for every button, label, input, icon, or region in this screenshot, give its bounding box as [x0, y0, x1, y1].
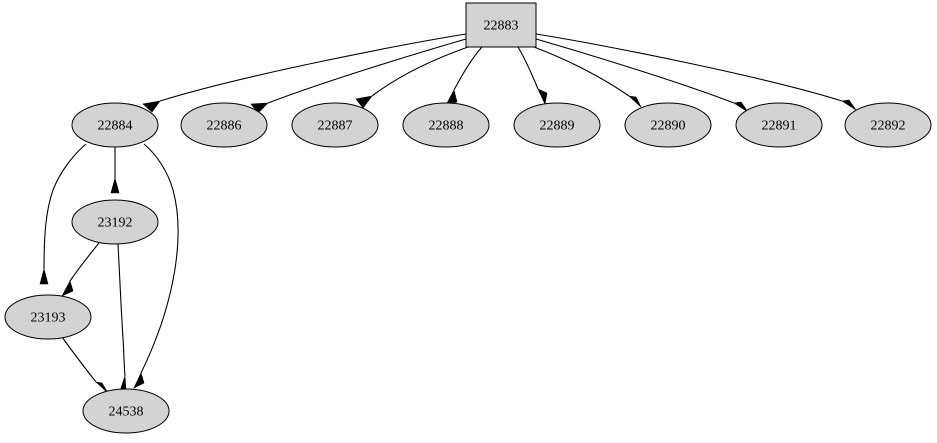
nodes-layer: 22883 22884 22886 22887 22888 22889 22890 22891…: [4, 2, 932, 434]
node-ellipse-shape[interactable]: [71, 199, 159, 245]
edge-arrowhead-icon: [61, 280, 74, 297]
edge-22883-to-22884[interactable]: [142, 33, 467, 113]
node-23192[interactable]: 23192: [71, 199, 159, 245]
edge-hit-area[interactable]: [44, 144, 86, 269]
node-box-shape[interactable]: [465, 2, 537, 48]
node-22891[interactable]: 22891: [735, 102, 823, 148]
edge-22884-to-23193[interactable]: [39, 143, 87, 285]
node-ellipse-shape[interactable]: [624, 102, 712, 148]
edge-line: [159, 33, 467, 102]
node-22892[interactable]: 22892: [844, 102, 932, 148]
node-ellipse-shape[interactable]: [71, 102, 159, 148]
edge-line: [517, 46, 539, 90]
edges-layer: [39, 33, 857, 394]
edge-22883-to-22890[interactable]: [533, 46, 642, 108]
edge-23192-to-24538[interactable]: [117, 243, 127, 392]
edge-line: [140, 143, 179, 374]
edge-line: [117, 243, 126, 377]
edge-line: [533, 46, 630, 97]
node-23193[interactable]: 23193: [4, 294, 92, 340]
edge-line: [267, 38, 467, 104]
edge-line: [453, 46, 483, 91]
node-ellipse-shape[interactable]: [844, 102, 932, 148]
edge-line: [535, 38, 735, 104]
edge-22883-to-22887[interactable]: [355, 46, 469, 109]
node-22884[interactable]: 22884: [71, 102, 159, 148]
node-22888[interactable]: 22888: [402, 102, 490, 148]
node-24538[interactable]: 24538: [82, 388, 170, 434]
node-ellipse-shape[interactable]: [4, 294, 92, 340]
node-22889[interactable]: 22889: [513, 102, 601, 148]
edge-arrowhead-icon: [39, 267, 49, 285]
edge-hit-area[interactable]: [70, 243, 99, 281]
node-ellipse-shape[interactable]: [735, 102, 823, 148]
edge-line: [69, 242, 100, 282]
node-22886[interactable]: 22886: [180, 102, 268, 148]
edge-arrowhead-icon: [841, 99, 857, 111]
edge-arrowhead-icon: [142, 100, 161, 113]
edge-hit-area[interactable]: [62, 337, 96, 382]
edge-line: [371, 46, 469, 97]
node-ellipse-shape[interactable]: [513, 102, 601, 148]
node-ellipse-shape[interactable]: [82, 388, 170, 434]
node-ellipse-shape[interactable]: [402, 102, 490, 148]
edge-hit-area[interactable]: [141, 144, 178, 373]
edge-hit-area[interactable]: [118, 244, 125, 376]
edge-22884-to-24538[interactable]: [133, 143, 179, 389]
edge-arrowhead-icon: [733, 101, 749, 113]
edge-arrowhead-icon: [133, 372, 145, 389]
node-22887[interactable]: 22887: [291, 102, 379, 148]
edge-arrowhead-icon: [250, 102, 269, 114]
node-ellipse-shape[interactable]: [180, 102, 268, 148]
edge-line: [43, 143, 87, 270]
edge-line: [535, 33, 843, 102]
edge-22883-to-22886[interactable]: [250, 38, 467, 114]
edge-23193-to-24538[interactable]: [61, 336, 109, 394]
edge-arrowhead-icon: [537, 88, 548, 105]
edge-arrowhead-icon: [95, 381, 109, 394]
edge-22883-to-22889[interactable]: [517, 46, 548, 105]
node-22890[interactable]: 22890: [624, 102, 712, 148]
edge-arrowhead-icon: [628, 95, 642, 108]
edge-22883-to-22891[interactable]: [535, 38, 749, 113]
node-22883[interactable]: 22883: [465, 2, 537, 48]
node-ellipse-shape[interactable]: [291, 102, 379, 148]
edge-arrowhead-icon: [355, 95, 373, 109]
edge-22883-to-22892[interactable]: [535, 33, 857, 111]
edge-line: [61, 336, 97, 383]
edge-22884-to-23192[interactable]: [110, 147, 120, 194]
edge-hit-area[interactable]: [518, 47, 538, 89]
edge-23192-to-23193[interactable]: [61, 242, 100, 297]
edge-arrowhead-icon: [110, 176, 120, 194]
